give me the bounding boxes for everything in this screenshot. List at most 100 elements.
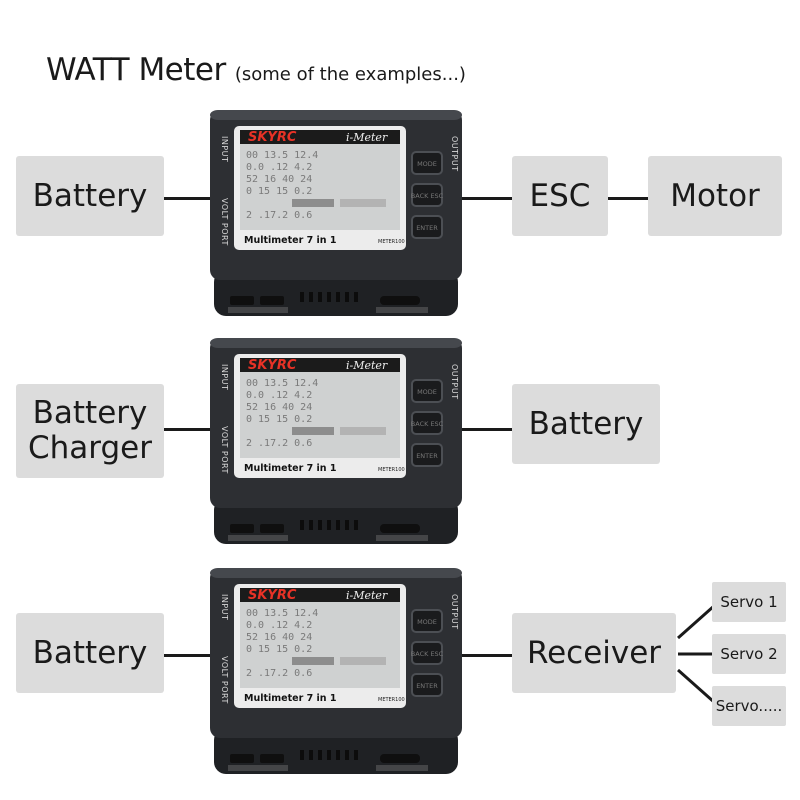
lcd-screen (240, 602, 400, 688)
output-label: OUTPUT (450, 364, 459, 400)
sensor-port (380, 296, 420, 305)
model-name: i-Meter (346, 131, 388, 144)
brand-logo: SKYRC (248, 358, 297, 373)
port-left-2 (260, 296, 284, 305)
lcd-screen (240, 372, 400, 458)
svg-text:0 15 15 0.2: 0 15 15 0.2 (246, 186, 312, 197)
servo-1-box: Servo 1 (712, 582, 786, 622)
input-label: INPUT (220, 364, 229, 390)
port-left (230, 754, 254, 763)
device-caption: Multimeter 7 in 1 (244, 235, 336, 246)
device-code: METER100 (378, 697, 405, 703)
battery-box-3: Battery (16, 613, 164, 693)
back-button-label: BACK ESC (411, 420, 444, 428)
title-subtitle: (some of the examples...) (234, 64, 466, 85)
servo-more-label: Servo..... (715, 697, 783, 715)
port-left-2 (260, 524, 284, 533)
motor-label: Motor (670, 177, 760, 214)
charger-label-line-2: Charger (28, 430, 152, 466)
svg-text:2 .17.2 0.6: 2 .17.2 0.6 (246, 210, 312, 221)
brand-logo: SKYRC (248, 130, 297, 145)
battery-label: Battery (32, 177, 148, 214)
model-name: i-Meter (346, 589, 388, 602)
mode-button-label: MODE (417, 160, 437, 168)
servo-fan-out-wires (677, 604, 715, 704)
esc-box: ESC (512, 156, 608, 236)
svg-text:0 15 15 0.2: 0 15 15 0.2 (246, 644, 312, 655)
svg-text:00 13.5 12.4: 00 13.5 12.4 (246, 378, 318, 389)
lcd-readout: 00 13.5 12.4 0.0 .12 4.2 52 16 40 24 0 1… (246, 378, 318, 449)
output-label: OUTPUT (450, 594, 459, 630)
lcd-bar (292, 657, 334, 665)
servo-2-box: Servo 2 (712, 634, 786, 674)
lcd-readout: 00 13.5 12.4 0.0 .12 4.2 52 16 40 24 0 1… (246, 150, 318, 221)
wire-meter-battery (462, 428, 512, 431)
device-buttons: MODE BACK ESC ENTER (411, 151, 444, 239)
esc-label: ESC (529, 177, 591, 214)
back-button-label: BACK ESC (411, 650, 444, 658)
volt-port-label: VOLT PORT (220, 426, 229, 474)
wire-esc-motor (608, 197, 648, 200)
watt-meter-device: INPUT VOLT PORT OUTPUT SKYRC i-Meter 00 … (210, 338, 462, 544)
input-label: INPUT (220, 136, 229, 162)
lcd-bar (292, 427, 334, 435)
motor-box: Motor (648, 156, 782, 236)
battery-charger-box: Battery Charger (16, 384, 164, 478)
mode-button-label: MODE (417, 388, 437, 396)
wire-battery-meter (164, 197, 210, 200)
servo-more-box: Servo..... (712, 686, 786, 726)
svg-text:0.0 .12 4.2: 0.0 .12 4.2 (246, 390, 312, 401)
svg-text:52 16 40 24: 52 16 40 24 (246, 632, 312, 643)
input-label: INPUT (220, 594, 229, 620)
device-buttons: MODE BACK ESC ENTER (411, 379, 444, 467)
port-left (230, 296, 254, 305)
device-code: METER100 (378, 467, 405, 473)
enter-button-label: ENTER (416, 452, 438, 460)
brand-logo: SKYRC (248, 588, 297, 603)
output-label: OUTPUT (450, 136, 459, 172)
lcd-bar-2 (340, 199, 386, 207)
svg-text:2 .17.2 0.6: 2 .17.2 0.6 (246, 438, 312, 449)
volt-port-label: VOLT PORT (220, 198, 229, 246)
watt-meter-device: INPUT VOLT PORT OUTPUT SKYRC i-Meter 00 … (210, 110, 462, 316)
enter-button-label: ENTER (416, 224, 438, 232)
sensor-port (380, 754, 420, 763)
battery-label-3: Battery (32, 634, 148, 671)
back-button-label: BACK ESC (411, 192, 444, 200)
volt-port-label: VOLT PORT (220, 656, 229, 704)
vent-grill (300, 750, 358, 760)
lcd-readout: 00 13.5 12.4 0.0 .12 4.2 52 16 40 24 0 1… (246, 608, 318, 679)
device-code: METER100 (378, 239, 405, 245)
svg-text:00 13.5 12.4: 00 13.5 12.4 (246, 150, 318, 161)
device-caption: Multimeter 7 in 1 (244, 693, 336, 704)
lcd-bar-2 (340, 427, 386, 435)
device-buttons: MODE BACK ESC ENTER (411, 609, 444, 697)
wire-battery-meter-3 (164, 654, 210, 657)
vent-grill (300, 520, 358, 530)
lcd-bar-2 (340, 657, 386, 665)
wire-charger-meter (164, 428, 210, 431)
svg-text:2 .17.2 0.6: 2 .17.2 0.6 (246, 668, 312, 679)
port-left (230, 524, 254, 533)
svg-text:0 15 15 0.2: 0 15 15 0.2 (246, 414, 312, 425)
vent-grill (300, 292, 358, 302)
mode-button-label: MODE (417, 618, 437, 626)
diagram-title: WATT Meter (some of the examples...) (46, 52, 466, 88)
charger-label-line-1: Battery (32, 395, 148, 431)
svg-text:00 13.5 12.4: 00 13.5 12.4 (246, 608, 318, 619)
svg-text:52 16 40 24: 52 16 40 24 (246, 402, 312, 413)
port-left-2 (260, 754, 284, 763)
servo-2-label: Servo 2 (720, 645, 778, 663)
device-caption: Multimeter 7 in 1 (244, 463, 336, 474)
title-main: WATT Meter (46, 52, 226, 88)
battery-box: Battery (16, 156, 164, 236)
svg-text:52 16 40 24: 52 16 40 24 (246, 174, 312, 185)
wire-meter-esc (462, 197, 512, 200)
sensor-port (380, 524, 420, 533)
battery-sink-label: Battery (528, 405, 644, 442)
watt-meter-device: INPUT VOLT PORT OUTPUT SKYRC i-Meter 00 … (210, 568, 462, 774)
svg-text:0.0 .12 4.2: 0.0 .12 4.2 (246, 162, 312, 173)
battery-sink-box: Battery (512, 384, 660, 464)
receiver-label: Receiver (526, 634, 662, 671)
wire-meter-receiver (462, 654, 512, 657)
